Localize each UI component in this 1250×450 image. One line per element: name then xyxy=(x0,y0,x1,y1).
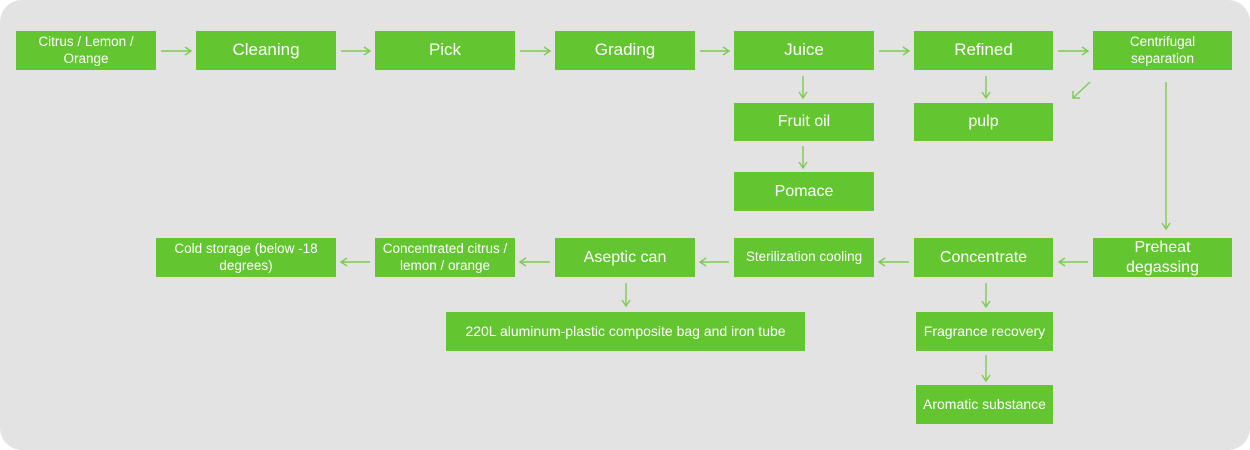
node-fruit-oil: Fruit oil xyxy=(734,103,874,141)
node-fragrance-recovery: Fragrance recovery xyxy=(916,312,1053,351)
arrow-centrifugal-to-pulp xyxy=(1072,81,1091,99)
node-refined: Refined xyxy=(914,31,1053,70)
arrow-concentrated-to-cold-storage xyxy=(339,257,370,267)
node-aseptic-can: Aseptic can xyxy=(555,238,695,277)
node-sterilization-cooling: Sterilization cooling xyxy=(734,238,874,277)
node-cold-storage: Cold storage (below -18 degrees) xyxy=(156,238,336,277)
arrow-aseptic-to-packaging xyxy=(621,283,631,308)
arrow-sterilization-to-aseptic xyxy=(698,257,729,267)
arrow-cleaning-to-pick xyxy=(341,46,372,56)
arrow-juice-to-fruit-oil xyxy=(798,76,808,100)
node-centrifugal-separation: Centrifugal separation xyxy=(1093,31,1232,70)
arrow-refined-to-centrifugal xyxy=(1058,46,1090,56)
node-aromatic-substance: Aromatic substance xyxy=(916,385,1053,424)
node-concentrate: Concentrate xyxy=(914,238,1053,277)
arrow-preheat-to-concentrate xyxy=(1057,257,1088,267)
arrow-fruit-oil-to-pomace xyxy=(798,146,808,170)
arrow-grading-to-juice xyxy=(700,46,731,56)
node-cleaning: Cleaning xyxy=(196,31,336,70)
node-concentrated-citrus: Concentrated citrus / lemon / orange xyxy=(375,238,515,277)
arrow-refined-to-pulp xyxy=(981,76,991,100)
arrow-concentrate-to-sterilization xyxy=(877,257,909,267)
node-pomace: Pomace xyxy=(734,172,874,211)
arrow-concentrate-to-fragrance xyxy=(981,283,991,309)
node-packaging: 220L aluminum-plastic composite bag and … xyxy=(446,312,805,351)
node-citrus-lemon-orange: Citrus / Lemon / Orange xyxy=(16,31,156,70)
node-pulp: pulp xyxy=(914,103,1053,141)
node-grading: Grading xyxy=(555,31,695,70)
arrow-juice-to-refined xyxy=(879,46,911,56)
node-preheat-degassing: Preheat degassing xyxy=(1093,238,1232,277)
arrow-source-to-cleaning xyxy=(161,46,193,56)
arrow-pick-to-grading xyxy=(520,46,552,56)
node-pick: Pick xyxy=(375,31,515,70)
arrow-centrifugal-to-preheat xyxy=(1161,82,1171,231)
node-juice: Juice xyxy=(734,31,874,70)
arrow-fragrance-to-aromatic xyxy=(981,355,991,383)
arrow-aseptic-to-concentrated xyxy=(518,257,550,267)
